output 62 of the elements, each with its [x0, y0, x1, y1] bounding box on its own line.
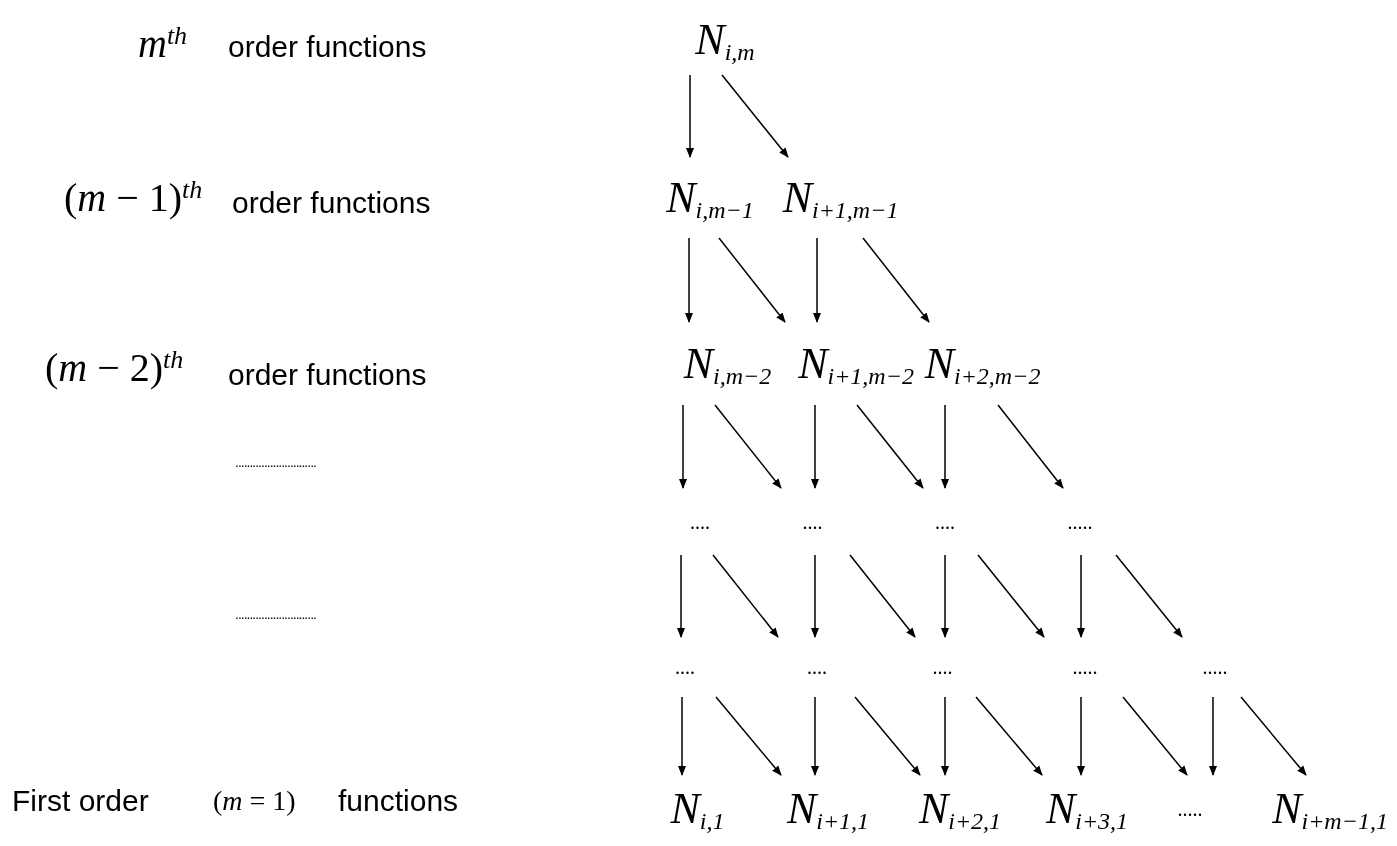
formula-term: N$_{i+1,m−2}$ [798, 341, 914, 386]
ellipsis-text: ..... [1067, 509, 1093, 535]
ellipsis-text: .... [932, 655, 953, 680]
formula-term: N$_{i+3,1}$ [1045, 787, 1129, 831]
formula-term: N$_{i+1,m−1}$ [782, 175, 899, 220]
row-label: (m − 1)$^{th}$ [64, 174, 203, 222]
arrow [975, 696, 1043, 776]
row-label: First order [12, 783, 149, 819]
formula-term: N$_{i+m−1,1}$ [1272, 787, 1388, 831]
formula-term: N$_{i,m−2}$ [683, 341, 772, 386]
row-label: functions [338, 783, 459, 819]
arrow [721, 74, 789, 158]
arrow [854, 696, 921, 776]
arrow [941, 404, 949, 489]
row-label: (m = 1) [213, 784, 296, 818]
arrow [718, 237, 786, 323]
arrow [1122, 696, 1188, 776]
arrow [811, 554, 819, 638]
arrow [1115, 554, 1183, 638]
arrow [813, 237, 821, 323]
arrow [1077, 696, 1085, 776]
arrow [714, 404, 782, 489]
row-label: order functions [228, 357, 427, 393]
dotted-line-text: ............................ [235, 453, 316, 472]
arrow [977, 554, 1045, 638]
arrow [715, 696, 782, 776]
formula-term: N$_{i,m}$ [695, 18, 755, 62]
ellipsis-text: ..... [1202, 655, 1228, 680]
row-label: order functions [228, 29, 427, 65]
arrow [811, 404, 819, 489]
arrow [862, 237, 930, 323]
ellipsis-text: .... [807, 655, 827, 680]
arrow [1077, 554, 1085, 638]
arrow [1240, 696, 1307, 776]
arrow [997, 404, 1064, 489]
ellipsis-text: .... [690, 509, 710, 535]
arrow [685, 237, 693, 323]
ellipsis-text: .... [802, 509, 823, 535]
arrow [686, 74, 694, 158]
ellipsis-text: .... [675, 655, 695, 680]
arrow [856, 404, 924, 489]
arrow [678, 696, 686, 776]
formula-term: N$_{i+2,m−2}$ [924, 341, 1041, 386]
row-label: m$^{th}$ [138, 20, 188, 68]
ellipsis-text: ..... [1177, 797, 1203, 822]
arrow [849, 554, 916, 638]
ellipsis-text: ..... [1072, 655, 1098, 680]
formula-term: N$_{i,m−1}$ [666, 175, 754, 220]
formula-term: N$_{i+2,1}$ [918, 787, 1002, 831]
arrow [712, 554, 779, 638]
arrow [677, 554, 685, 638]
arrow [811, 696, 819, 776]
arrow [941, 696, 949, 776]
row-label: order functions [232, 185, 431, 221]
row-label: (m − 2)$^{th}$ [45, 344, 184, 392]
dotted-line-text: ............................ [235, 605, 316, 624]
ellipsis-text: .... [935, 509, 955, 535]
arrow [679, 404, 687, 489]
arrow [941, 554, 949, 638]
formula-term: N$_{i,1}$ [670, 787, 725, 831]
formula-term: N$_{i+1,1}$ [786, 787, 870, 831]
arrow [1209, 696, 1217, 776]
